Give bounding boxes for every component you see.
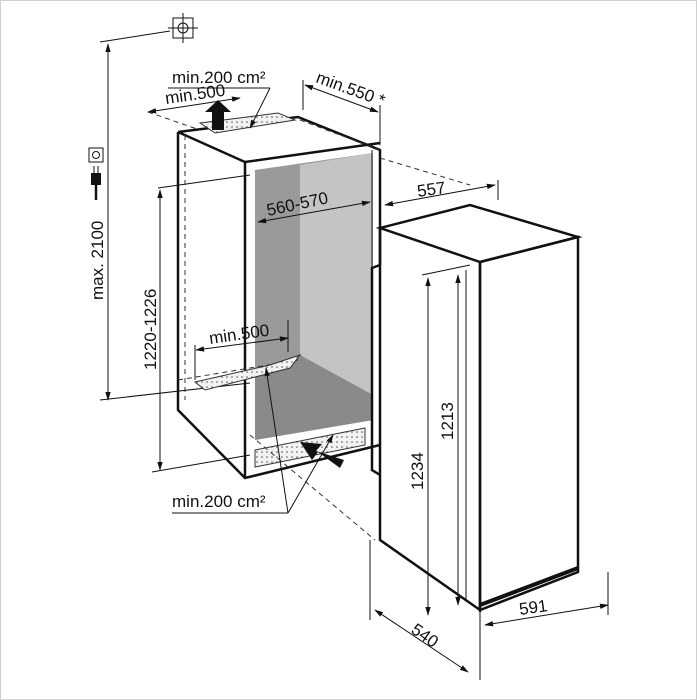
top-vent-area-label: min.200 cm² bbox=[172, 68, 266, 87]
top-clearance-label: min.550 * bbox=[314, 68, 388, 111]
depth-557-label: 557 bbox=[416, 178, 447, 201]
airflow-arrow-icon bbox=[300, 442, 344, 468]
power-socket-icon bbox=[88, 147, 104, 163]
max-height-label: max. 2100 bbox=[88, 221, 107, 300]
niche-height-label: 1220-1226 bbox=[141, 289, 160, 370]
bottom-vent-area-label: min.200 cm² bbox=[172, 492, 266, 511]
max-height-dimension: max. 2100 bbox=[88, 43, 251, 401]
bottom-vent-rear bbox=[193, 354, 302, 391]
power-plug-icon bbox=[91, 166, 101, 200]
height-1234-label: 1234 bbox=[408, 452, 427, 490]
height-1213-label: 1213 bbox=[438, 402, 457, 440]
appliance bbox=[370, 203, 583, 613]
depth-540-label: 540 bbox=[408, 620, 442, 652]
max-height-ref-line bbox=[99, 30, 171, 43]
water-connection-icon bbox=[168, 13, 198, 43]
niche-cabinet bbox=[176, 115, 382, 480]
width-591-label: 591 bbox=[518, 596, 549, 619]
